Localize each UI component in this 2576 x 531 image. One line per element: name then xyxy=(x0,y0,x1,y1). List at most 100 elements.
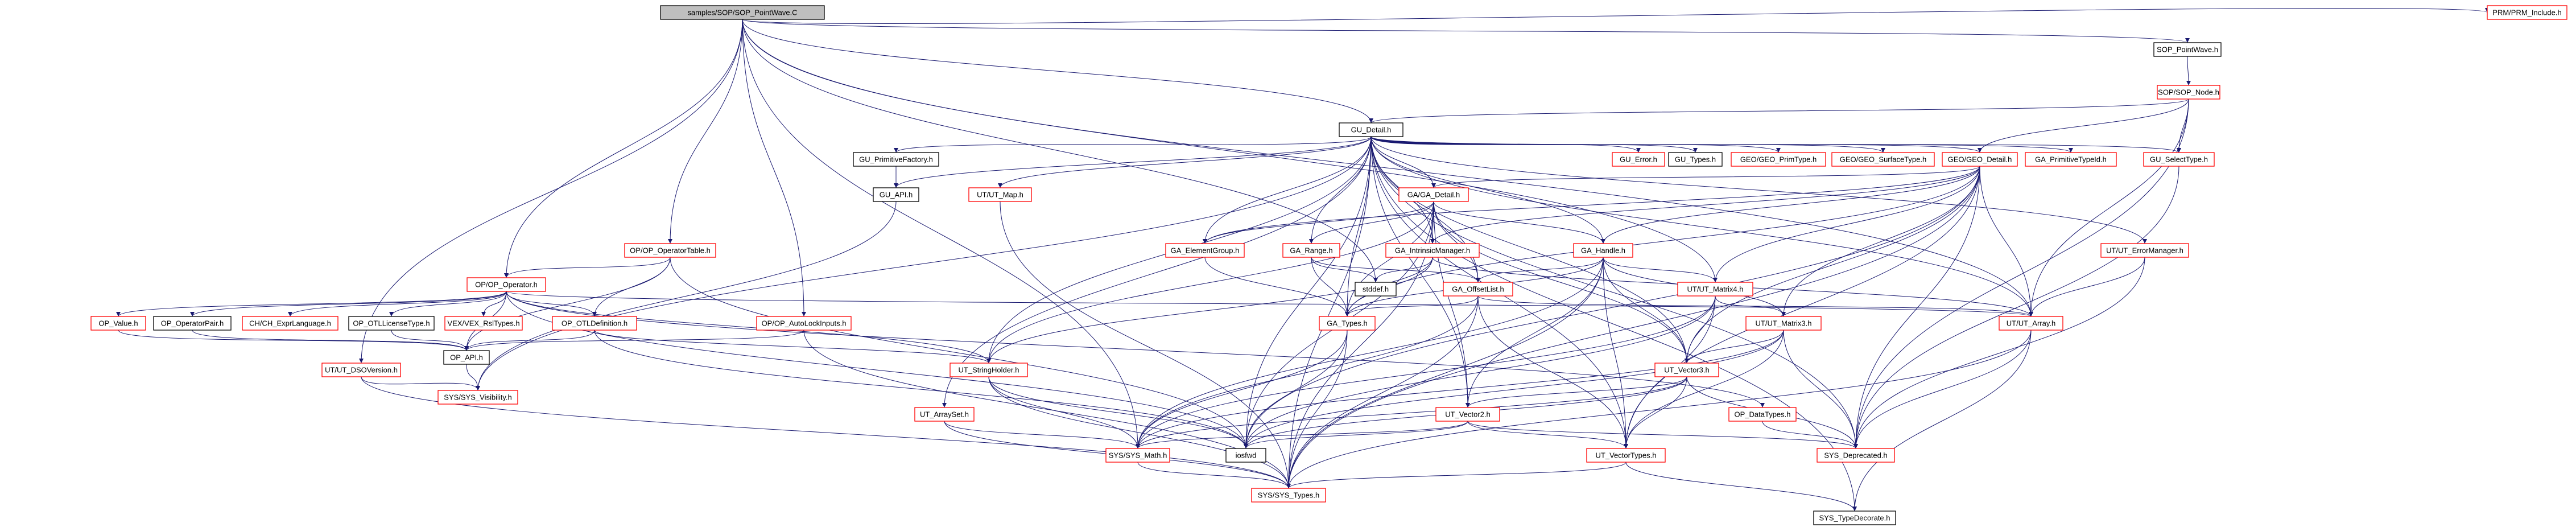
node-geo-primtype[interactable]: GEO/GEO_PrimType.h xyxy=(1731,152,1826,167)
edge-root-to-op_autolockinputs xyxy=(742,19,806,317)
edge-ut_matrix4-to-ut_matrix3 xyxy=(1715,295,1786,317)
node-ut-arrayset[interactable]: UT_ArraySet.h xyxy=(914,407,975,422)
node-geo-detail[interactable]: GEO/GEO_Detail.h xyxy=(1942,152,2018,167)
edge-ut_vector3-to-ut_vectortypes xyxy=(1624,376,1687,449)
node-ut-stringholder[interactable]: UT_StringHolder.h xyxy=(950,363,1028,377)
node-sop-pointwave-h[interactable]: SOP_PointWave.h xyxy=(2153,42,2222,57)
edge-ut_matrix3-to-sys_deprecated xyxy=(1783,330,1858,449)
node-stddef[interactable]: stddef.h xyxy=(1355,282,1397,297)
edge-ga_handle-to-ut_vectortypes xyxy=(1603,257,1628,449)
edge-ut_dsoversion-to-sys_visibility xyxy=(361,376,480,391)
edge-op_operator-to-op_otllicensetype xyxy=(389,291,507,317)
edge-ga_detail-to-ut_vector3 xyxy=(1433,201,1689,364)
node-label: SYS_TypeDecorate.h xyxy=(1819,514,1890,522)
edge-gu_detail-to-ut_arrayset xyxy=(942,136,1372,408)
edge-ga_detail-to-ga_handle xyxy=(1433,201,1605,244)
node-box xyxy=(1339,122,1403,137)
node-op-value[interactable]: OP_Value.h xyxy=(90,316,146,331)
node-sys-types[interactable]: SYS/SYS_Types.h xyxy=(1251,488,1326,503)
node-op-autolockinputs[interactable]: OP/OP_AutoLockInputs.h xyxy=(756,316,852,331)
node-box xyxy=(1443,282,1513,297)
edge-op_otldefinition-to-iosfwd xyxy=(594,330,1248,449)
node-sys-typedecorate[interactable]: SYS_TypeDecorate.h xyxy=(1813,511,1896,525)
node-sop-node[interactable]: SOP/SOP_Node.h xyxy=(2157,85,2220,100)
node-label: SYS_Deprecated.h xyxy=(1824,451,1887,460)
node-box xyxy=(1319,316,1376,331)
node-box xyxy=(914,407,975,422)
node-ut-vectortypes[interactable]: UT_VectorTypes.h xyxy=(1586,448,1666,463)
edge-ga_elementgroup-to-ga_types xyxy=(1204,257,1349,317)
edge-op_otllicensetype-to-op_api xyxy=(391,330,469,351)
node-sys-deprecated[interactable]: SYS_Deprecated.h xyxy=(1817,448,1895,463)
node-op-operator[interactable]: OP/OP_Operator.h xyxy=(467,277,546,292)
edge-ut_stringholder-to-sys_types xyxy=(988,376,1291,489)
node-vex-rsltypes[interactable]: VEX/VEX_RslTypes.h xyxy=(444,316,523,331)
node-ga-elementgroup[interactable]: GA_ElementGroup.h xyxy=(1165,243,1245,258)
node-ut-errormanager[interactable]: UT/UT_ErrorManager.h xyxy=(2100,243,2189,258)
node-box xyxy=(321,363,401,377)
node-label: GU_Error.h xyxy=(1620,155,1657,164)
edge-ut_array-to-sys_types xyxy=(1286,330,2032,489)
node-sys-math[interactable]: SYS/SYS_Math.h xyxy=(1105,448,1170,463)
node-ga-handle[interactable]: GA_Handle.h xyxy=(1573,243,1633,258)
node-ut-matrix4[interactable]: UT/UT_Matrix4.h xyxy=(1677,282,1753,297)
node-label: OP_OperatorPair.h xyxy=(161,319,224,328)
node-ut-matrix3[interactable]: UT/UT_Matrix3.h xyxy=(1745,316,1822,331)
node-op-otllicensetype[interactable]: OP_OTLLicenseType.h xyxy=(348,316,435,331)
edge-root-to-ut_dsoversion xyxy=(359,19,743,364)
node-box xyxy=(1942,152,2018,167)
node-label: UT/UT_Matrix3.h xyxy=(1756,319,1812,328)
node-gu-types[interactable]: GU_Types.h xyxy=(1668,152,1723,167)
edge-sop_node-to-sys_deprecated xyxy=(1853,98,2189,449)
node-label: UT_StringHolder.h xyxy=(959,366,1019,374)
node-box xyxy=(2143,152,2215,167)
edge-root-to-op_operatortable xyxy=(668,19,743,244)
node-box xyxy=(552,316,637,331)
edge-ut_matrix3-to-iosfwd xyxy=(1244,330,1784,449)
edge-geo_detail-to-ut_matrix4 xyxy=(1713,166,1980,283)
edge-ga_handle-to-ut_vector2 xyxy=(1465,257,1604,408)
node-ga-offsetlist[interactable]: GA_OffsetList.h xyxy=(1443,282,1513,297)
edge-op_operatortable-to-op_operator xyxy=(504,257,671,278)
node-op-operatorpair[interactable]: OP_OperatorPair.h xyxy=(153,316,232,331)
node-op-operatortable[interactable]: OP/OP_OperatorTable.h xyxy=(624,243,716,258)
node-iosfwd[interactable]: iosfwd xyxy=(1225,448,1266,463)
node-label: OP_Value.h xyxy=(98,319,138,328)
edge-geo_detail-to-ga_elementgroup xyxy=(1203,166,1980,244)
node-ch-exprlanguage[interactable]: CH/CH_ExprLanguage.h xyxy=(242,316,338,331)
node-gu-api[interactable]: GU_API.h xyxy=(873,187,919,202)
node-ut-array[interactable]: UT/UT_Array.h xyxy=(1999,316,2063,331)
node-ga-primitivetypeid[interactable]: GA_PrimitiveTypeId.h xyxy=(2025,152,2117,167)
node-ga-detail[interactable]: GA/GA_Detail.h xyxy=(1398,187,1469,202)
node-gu-detail[interactable]: GU_Detail.h xyxy=(1339,122,1403,137)
node-label: GEO/GEO_SurfaceType.h xyxy=(1840,155,1926,164)
node-root[interactable]: samples/SOP/SOP_PointWave.C xyxy=(660,5,825,20)
node-ga-types[interactable]: GA_Types.h xyxy=(1319,316,1376,331)
node-prm-include[interactable]: PRM/PRM_Include.h xyxy=(2487,5,2567,20)
node-op-datatypes[interactable]: OP_DataTypes.h xyxy=(1728,407,1797,422)
edge-ga_offsetlist-to-sys_math xyxy=(1136,295,1479,449)
node-ut-map[interactable]: UT/UT_Map.h xyxy=(968,187,1032,202)
node-gu-error[interactable]: GU_Error.h xyxy=(1612,152,1665,167)
node-op-otldefinition[interactable]: OP_OTLDefinition.h xyxy=(552,316,637,331)
node-gu-primitivefactory[interactable]: GU_PrimitiveFactory.h xyxy=(853,152,939,167)
node-geo-surfacetype[interactable]: GEO/GEO_SurfaceType.h xyxy=(1831,152,1935,167)
node-box xyxy=(2153,42,2222,57)
edge-gu_selecttype-to-sys_deprecated xyxy=(1853,166,2179,449)
edge-ga_handle-to-sys_types xyxy=(1286,257,1604,489)
node-label: UT_ArraySet.h xyxy=(920,410,969,419)
node-ga-intrinsicmanager[interactable]: GA_IntrinsicManager.h xyxy=(1385,243,1480,258)
edge-sop_node-to-ut_array xyxy=(2029,98,2189,317)
node-box xyxy=(756,316,852,331)
node-gu-selecttype[interactable]: GU_SelectType.h xyxy=(2143,152,2215,167)
node-label: SOP/SOP_Node.h xyxy=(2158,88,2219,97)
node-ut-vector2[interactable]: UT_Vector2.h xyxy=(1435,407,1500,422)
node-box xyxy=(1999,316,2063,331)
node-label: OP_OTLLicenseType.h xyxy=(353,319,430,328)
node-sys-visibility[interactable]: SYS/SYS_Visibility.h xyxy=(437,390,518,405)
edge-ga_detail-to-ga_range xyxy=(1309,201,1434,244)
node-ga-range[interactable]: GA_Range.h xyxy=(1282,243,1340,258)
node-op-api[interactable]: OP_API.h xyxy=(443,350,490,365)
node-ut-dsoversion[interactable]: UT/UT_DSOVersion.h xyxy=(321,363,401,377)
node-ut-vector3[interactable]: UT_Vector3.h xyxy=(1654,363,1719,377)
